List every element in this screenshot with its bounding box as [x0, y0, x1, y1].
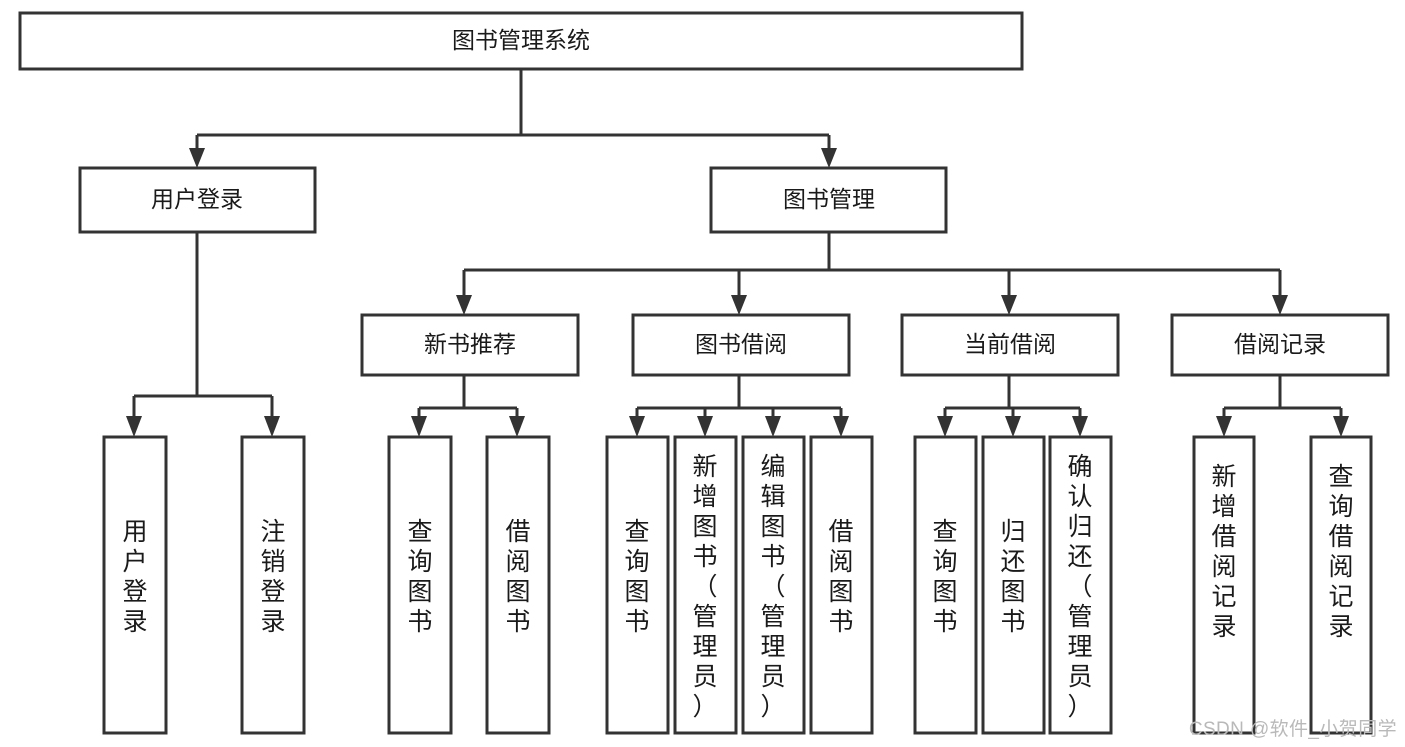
- node-leaf-query-book-1[interactable]: 查询图书: [387, 435, 453, 735]
- node-leaf-return-book-label: 归还图书: [1000, 518, 1025, 636]
- node-leaf-user-login-box[interactable]: [102, 435, 168, 735]
- node-book-manage-label: 图书管理: [783, 186, 875, 212]
- arrowhead-leaf-return-book: [1005, 416, 1021, 437]
- arrowhead-leaf-query-book-1: [411, 416, 427, 437]
- node-book-manage[interactable]: 图书管理: [709, 166, 948, 234]
- connectors-book-manage-to-level3: [456, 232, 1288, 315]
- node-leaf-query-book-1-label: 查询图书: [407, 518, 432, 636]
- node-leaf-query-book-2-box[interactable]: [605, 435, 670, 735]
- arrowhead-user-login: [189, 148, 205, 168]
- node-leaf-query-book-3-label: 查询图书: [932, 518, 957, 636]
- node-current-borrow-box[interactable]: [900, 313, 1120, 377]
- node-leaf-logout[interactable]: 注销登录: [240, 435, 306, 735]
- node-book-borrow[interactable]: 图书借阅: [631, 313, 851, 377]
- node-user-login[interactable]: 用户登录: [78, 166, 317, 234]
- arrowhead-leaf-logout: [264, 416, 280, 437]
- node-book-manage-box[interactable]: [709, 166, 948, 234]
- node-leaf-borrow-book-1[interactable]: 借阅图书: [485, 435, 551, 735]
- node-root[interactable]: 图书管理系统: [18, 11, 1024, 71]
- arrowhead-leaf-confirm-return: [1072, 416, 1088, 437]
- node-leaf-user-login-label: 用户登录: [122, 518, 147, 636]
- node-leaf-query-record[interactable]: 查询借阅记录: [1309, 435, 1373, 735]
- arrowhead-current-borrow: [1001, 295, 1017, 315]
- node-book-borrow-label: 图书借阅: [695, 331, 787, 357]
- connectors-book-borrow-to-leaves: [629, 375, 849, 437]
- arrowhead-leaf-borrow-book-2: [833, 416, 849, 437]
- node-leaf-borrow-book-1-box[interactable]: [485, 435, 551, 735]
- node-leaf-edit-book[interactable]: 编辑图书（管理员）: [741, 435, 806, 735]
- node-leaf-borrow-book-1-label: 借阅图书: [505, 518, 530, 636]
- node-leaf-add-record[interactable]: 新增借阅记录: [1192, 435, 1256, 735]
- node-leaf-edit-book-label: 编辑图书（管理员）: [760, 453, 785, 721]
- node-leaf-borrow-book-2-label: 借阅图书: [828, 518, 853, 636]
- node-leaf-add-book-box[interactable]: [673, 435, 738, 735]
- arrowhead-book-borrow: [731, 295, 747, 315]
- node-new-book-rec-box[interactable]: [360, 313, 580, 377]
- arrowhead-book-manage: [821, 148, 837, 168]
- node-leaf-confirm-return-label: 确认归还（管理员）: [1067, 453, 1092, 721]
- node-leaf-add-book-label: 新增图书（管理员）: [692, 453, 717, 721]
- node-leaf-borrow-book-2[interactable]: 借阅图书: [809, 435, 874, 735]
- arrowhead-leaf-borrow-book-1: [509, 416, 525, 437]
- arrowhead-leaf-edit-book: [765, 416, 781, 437]
- node-borrow-record-box[interactable]: [1170, 313, 1390, 377]
- arrowhead-new-book-rec: [456, 295, 472, 315]
- node-leaf-edit-book-box[interactable]: [741, 435, 806, 735]
- node-leaf-return-book[interactable]: 归还图书: [981, 435, 1046, 735]
- node-leaf-query-record-label: 查询借阅记录: [1328, 463, 1353, 641]
- node-current-borrow-label: 当前借阅: [964, 331, 1056, 357]
- node-user-login-label: 用户登录: [151, 186, 243, 212]
- arrowhead-leaf-add-book: [697, 416, 713, 437]
- node-book-borrow-box[interactable]: [631, 313, 851, 377]
- node-user-login-box[interactable]: [78, 166, 317, 234]
- node-leaf-return-book-box[interactable]: [981, 435, 1046, 735]
- node-leaf-logout-box[interactable]: [240, 435, 306, 735]
- node-leaf-add-record-box[interactable]: [1192, 435, 1256, 735]
- connectors-borrow-record-to-leaves: [1216, 375, 1349, 437]
- connectors-root-to-level2: [189, 69, 837, 168]
- node-leaf-query-book-3-box[interactable]: [913, 435, 978, 735]
- node-new-book-rec[interactable]: 新书推荐: [360, 313, 580, 377]
- node-leaf-user-login[interactable]: 用户登录: [102, 435, 168, 735]
- arrowhead-leaf-query-book-3: [937, 416, 953, 437]
- arrowhead-leaf-add-record: [1216, 416, 1232, 437]
- node-leaf-logout-label: 注销登录: [260, 518, 285, 636]
- connectors-user-login-to-leaves: [126, 232, 280, 437]
- node-borrow-record[interactable]: 借阅记录: [1170, 313, 1390, 377]
- node-root-box[interactable]: [18, 11, 1024, 71]
- arrowhead-leaf-user-login: [126, 416, 142, 437]
- node-current-borrow[interactable]: 当前借阅: [900, 313, 1120, 377]
- node-leaf-confirm-return[interactable]: 确认归还（管理员）: [1048, 435, 1113, 735]
- node-root-label: 图书管理系统: [452, 27, 590, 53]
- connectors-current-borrow-to-leaves: [937, 375, 1088, 437]
- node-leaf-query-book-2[interactable]: 查询图书: [605, 435, 670, 735]
- connectors-new-book-rec-to-leaves: [411, 375, 525, 437]
- arrowhead-leaf-query-book-2: [629, 416, 645, 437]
- node-leaf-query-book-3[interactable]: 查询图书: [913, 435, 978, 735]
- node-borrow-record-label: 借阅记录: [1234, 331, 1326, 357]
- node-leaf-query-book-1-box[interactable]: [387, 435, 453, 735]
- node-leaf-query-book-2-label: 查询图书: [624, 518, 649, 636]
- arrowhead-leaf-query-record: [1333, 416, 1349, 437]
- node-leaf-query-record-box[interactable]: [1309, 435, 1373, 735]
- node-leaf-confirm-return-box[interactable]: [1048, 435, 1113, 735]
- node-new-book-rec-label: 新书推荐: [424, 331, 516, 357]
- node-leaf-add-book[interactable]: 新增图书（管理员）: [673, 435, 738, 735]
- node-leaf-add-record-label: 新增借阅记录: [1211, 463, 1236, 641]
- arrowhead-borrow-record: [1272, 295, 1288, 315]
- node-leaf-borrow-book-2-box[interactable]: [809, 435, 874, 735]
